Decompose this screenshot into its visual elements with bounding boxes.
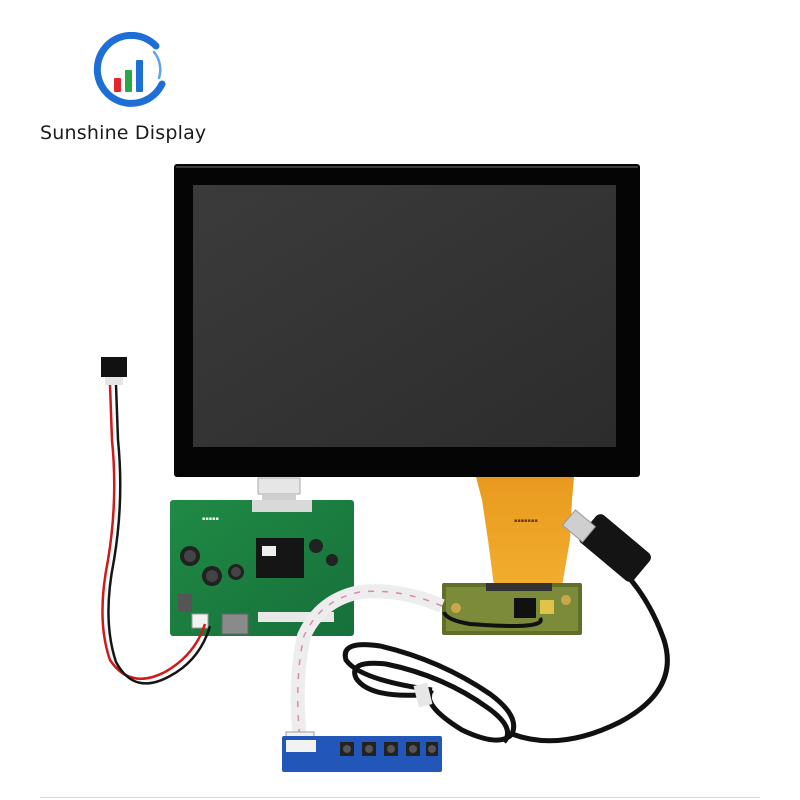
bottom-divider — [40, 797, 760, 798]
brand-block: Sunshine Display — [40, 28, 240, 158]
bar-chart-ring-icon — [93, 32, 166, 107]
power-cable — [101, 357, 212, 685]
fpc-ribbon: ▪▪▪▪▪▪▪ — [476, 477, 574, 592]
lvds-driver-board: ▪▪▪▪▪ — [170, 500, 354, 636]
svg-text:▪▪▪▪▪: ▪▪▪▪▪ — [202, 516, 219, 522]
keypad-board — [282, 736, 442, 772]
svg-text:▪▪▪▪▪▪▪: ▪▪▪▪▪▪▪ — [514, 518, 538, 524]
usb-cable — [342, 570, 670, 744]
brand-name: Sunshine Display — [40, 122, 207, 144]
lcd-touch-panel — [174, 164, 640, 477]
usb-plug — [561, 509, 651, 582]
ribbon-cable — [285, 584, 445, 747]
